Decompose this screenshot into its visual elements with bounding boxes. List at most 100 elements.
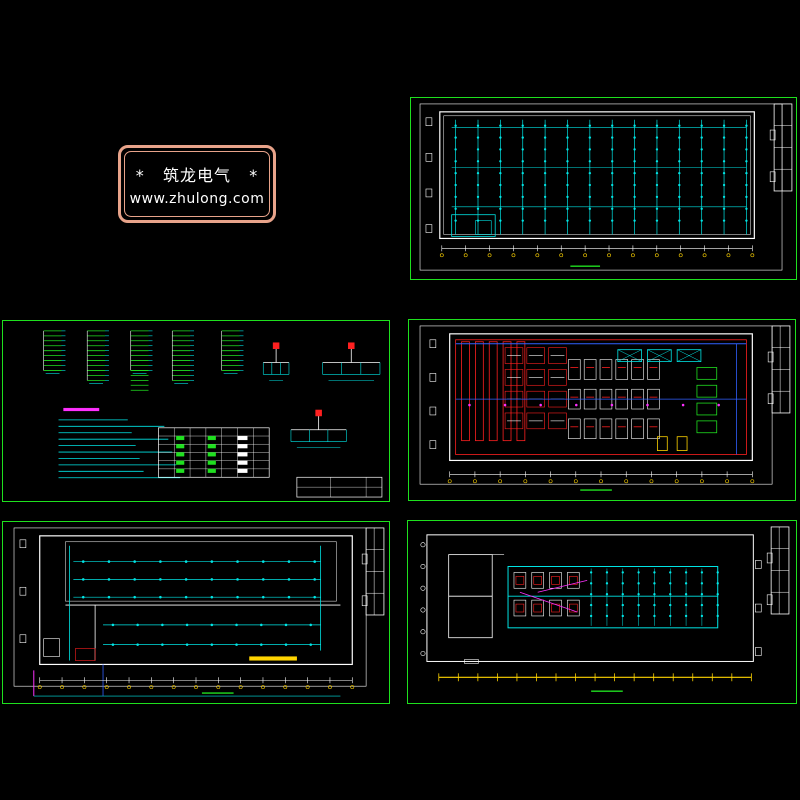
cad-symbol: [287, 595, 291, 599]
cad-symbol: [678, 160, 681, 163]
cad-symbol: [476, 171, 480, 175]
cad-rect: [526, 369, 545, 386]
cad-rect: [599, 359, 613, 380]
cad-symbol: [684, 614, 688, 618]
cad-symbol: [745, 195, 748, 199]
cad-rect: [464, 659, 479, 664]
cad-rect: [551, 576, 560, 585]
cad-symbol: [655, 219, 659, 222]
cad-symbol: [107, 595, 111, 599]
cad-symbol: [81, 560, 85, 563]
cad-symbol: [722, 207, 726, 210]
cad-symbol: [588, 195, 592, 199]
cad-line: [647, 349, 672, 362]
cad-symbol: [669, 571, 672, 574]
cad-rect: [429, 406, 437, 416]
cad-symbol: [259, 623, 263, 627]
cad-rect: [504, 347, 524, 364]
axis-bubble: [194, 685, 198, 690]
cad-symbol: [745, 219, 748, 222]
axis-bubble: [583, 253, 588, 258]
cad-symbol: [589, 614, 593, 618]
cad-symbol: [261, 560, 265, 563]
power-plan-drawing: [13, 527, 385, 697]
cad-rect: [176, 460, 185, 465]
cad-symbol: [700, 582, 704, 585]
cad-symbol: [185, 623, 189, 627]
axis-bubble: [607, 253, 611, 258]
axis-bubble: [463, 253, 468, 258]
cad-rect: [567, 599, 580, 617]
cad-symbol: [722, 195, 726, 199]
cad-rect: [615, 418, 629, 439]
cad-rect: [548, 412, 567, 430]
cad-symbol: [161, 623, 164, 627]
cad-rect: [769, 171, 776, 183]
axis-bubble: [350, 685, 355, 690]
cad-symbol: [678, 136, 681, 139]
cad-rect: [755, 603, 762, 613]
cad-symbol: [521, 207, 524, 210]
cad-symbol: [476, 195, 480, 199]
cad-symbol: [655, 136, 659, 139]
cad-symbol: [566, 171, 569, 175]
cad-symbol: [700, 136, 703, 139]
cad-rect: [769, 129, 776, 141]
cad-symbol: [745, 171, 748, 175]
cad-symbol: [716, 571, 719, 574]
cad-rect: [237, 444, 248, 449]
cad-symbol: [284, 623, 288, 627]
axis-bubble: [535, 253, 540, 258]
cad-symbol: [700, 207, 703, 210]
cad-line: [677, 349, 702, 362]
cad-symbol: [588, 171, 592, 175]
cad-rect: [767, 351, 774, 363]
cad-rect: [237, 452, 248, 457]
cad-rect: [348, 342, 355, 349]
axis-bubble: [420, 585, 426, 591]
cad-symbol: [499, 183, 502, 187]
cad-symbol: [655, 160, 659, 163]
cad-symbol: [722, 171, 726, 175]
cad-symbol: [499, 195, 502, 199]
cad-symbol: [655, 207, 659, 210]
cad-symbol: [476, 148, 480, 151]
cad-symbol: [287, 560, 291, 563]
cad-symbol: [655, 124, 659, 127]
cad-symbol: [717, 403, 720, 407]
cad-symbol: [543, 183, 547, 187]
cad-symbol: [521, 171, 524, 175]
axis-bubble: [750, 479, 755, 484]
cad-rect: [425, 153, 433, 162]
cad-symbol: [700, 171, 703, 175]
cad-symbol: [503, 403, 507, 407]
cad-symbol: [588, 148, 592, 151]
cad-rect: [237, 468, 248, 473]
cad-rect: [488, 341, 498, 442]
cad-rect: [567, 572, 580, 589]
cad-symbol: [111, 623, 115, 627]
cad-rect: [647, 359, 660, 380]
cad-symbol: [566, 195, 569, 199]
cad-symbol: [745, 124, 748, 127]
axis-bubble: [328, 685, 332, 690]
cad-symbol: [185, 643, 189, 646]
cad-symbol: [611, 219, 614, 222]
cad-rect: [315, 409, 322, 417]
cad-symbol: [611, 136, 614, 139]
cad-symbol: [684, 571, 688, 574]
cad-symbol: [700, 219, 703, 222]
cad-rect: [767, 393, 774, 405]
cad-rect: [449, 333, 753, 462]
cad-rect: [176, 444, 185, 449]
cad-rect: [65, 541, 337, 602]
cad-symbol: [611, 148, 614, 151]
cad-symbol: [722, 183, 726, 187]
cad-rect: [461, 341, 470, 442]
axis-bubble: [447, 479, 452, 484]
cad-symbol: [621, 571, 624, 574]
cad-symbol: [184, 578, 188, 581]
cad-symbol: [633, 124, 636, 127]
cad-rect: [755, 647, 762, 656]
cad-line: [617, 349, 642, 362]
